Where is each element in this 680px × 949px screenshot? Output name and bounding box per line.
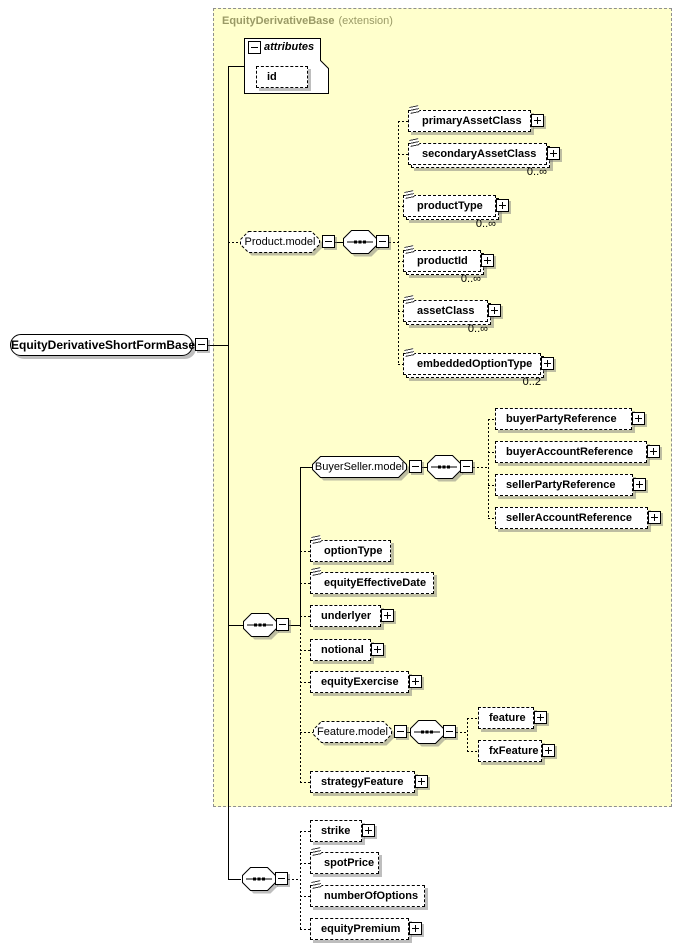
element-primaryAssetClass[interactable]: primaryAssetClass <box>408 105 544 132</box>
expand-icon[interactable] <box>488 304 501 317</box>
collapse-icon[interactable] <box>376 235 389 248</box>
expand-icon[interactable] <box>534 711 547 724</box>
occurrence-label: 0..∞ <box>460 273 481 285</box>
sequence-icon[interactable] <box>343 230 389 257</box>
sequence-icon[interactable] <box>427 455 473 482</box>
element-label: sellerAccountReference <box>506 512 632 524</box>
extension-annotation: (extension) <box>338 15 393 27</box>
attributes-label: attributes <box>264 41 315 53</box>
expand-icon[interactable] <box>371 643 384 656</box>
expand-icon[interactable] <box>381 609 394 622</box>
element-equityExercise[interactable]: equityExercise <box>310 671 422 693</box>
element-numberOfOptions[interactable]: numberOfOptions <box>310 880 425 907</box>
element-equityPremium[interactable]: equityPremium <box>310 918 422 940</box>
element-assetClass[interactable]: assetClass <box>403 295 501 322</box>
expand-icon[interactable] <box>647 445 660 458</box>
element-label: productType <box>417 200 483 212</box>
occurrence-label: 0..∞ <box>475 218 496 230</box>
model-group-feature[interactable]: Feature.model <box>313 721 407 746</box>
element-label: optionType <box>324 545 383 557</box>
model-group-buyerseller[interactable]: BuyerSeller.model <box>312 456 422 481</box>
expand-icon[interactable] <box>542 744 555 757</box>
model-group-product[interactable]: Product.model <box>240 231 335 256</box>
collapse-icon[interactable] <box>195 338 208 351</box>
collapse-icon[interactable] <box>443 725 456 738</box>
element-label: underlyer <box>321 610 372 622</box>
element-label: equityExercise <box>321 676 399 688</box>
attribute-label: id <box>267 71 277 83</box>
expand-icon[interactable] <box>547 147 560 160</box>
element-label: strategyFeature <box>321 776 404 788</box>
collapse-icon[interactable] <box>322 235 335 248</box>
expand-icon[interactable] <box>409 675 422 688</box>
element-secondaryAssetClass[interactable]: secondaryAssetClass <box>408 138 560 165</box>
expand-icon[interactable] <box>632 412 645 425</box>
sequence-icon[interactable] <box>242 867 288 894</box>
element-underlyer[interactable]: underlyer <box>310 605 394 627</box>
expand-icon[interactable] <box>409 922 422 935</box>
element-label: feature <box>489 712 526 724</box>
element-strike[interactable]: strike <box>310 820 375 842</box>
element-label: primaryAssetClass <box>422 115 522 127</box>
expand-icon[interactable] <box>362 824 375 837</box>
attribute-id[interactable]: id <box>256 66 308 88</box>
element-embeddedOptionType[interactable]: embeddedOptionType <box>403 348 554 375</box>
element-label: secondaryAssetClass <box>422 148 537 160</box>
element-label: sellerPartyReference <box>506 479 616 491</box>
expand-icon[interactable] <box>633 478 646 491</box>
model-group-label: Feature.model <box>317 726 388 738</box>
element-optionType[interactable]: optionType <box>310 535 391 562</box>
element-label: buyerPartyReference <box>506 413 617 425</box>
occurrence-label: 0..∞ <box>467 323 488 335</box>
element-label: fxFeature <box>489 745 539 757</box>
expand-icon[interactable] <box>481 254 494 267</box>
sequence-icon[interactable] <box>410 720 456 747</box>
occurrence-label: 0..2 <box>522 376 541 388</box>
element-label: productId <box>417 255 468 267</box>
extension-header: EquityDerivativeBase(extension) <box>222 15 393 27</box>
element-label: equityPremium <box>321 923 401 935</box>
extension-title: EquityDerivativeBase <box>222 15 335 27</box>
element-spotPrice[interactable]: spotPrice <box>310 847 379 874</box>
expand-icon[interactable] <box>415 775 428 788</box>
expand-icon[interactable] <box>496 199 509 212</box>
collapse-icon[interactable] <box>276 618 289 631</box>
collapse-icon[interactable] <box>394 725 407 738</box>
element-label: strike <box>321 825 351 837</box>
expand-icon[interactable] <box>648 511 661 524</box>
element-label: spotPrice <box>324 857 375 869</box>
model-group-label: BuyerSeller.model <box>314 461 405 473</box>
element-productId[interactable]: productId <box>403 245 494 272</box>
root-element-label: EquityDerivativeShortFormBase <box>11 338 196 352</box>
element-equityEffectiveDate[interactable]: equityEffectiveDate <box>310 567 434 594</box>
collapse-icon[interactable] <box>460 460 473 473</box>
element-notional[interactable]: notional <box>310 639 384 661</box>
occurrence-label: 0..∞ <box>526 166 547 178</box>
root-element[interactable]: EquityDerivativeShortFormBase <box>10 334 208 356</box>
extension-container: EquityDerivativeBase(extension) <box>213 8 672 807</box>
expand-icon[interactable] <box>541 357 554 370</box>
element-feature[interactable]: feature <box>478 707 547 729</box>
element-fxFeature[interactable]: fxFeature <box>478 740 555 762</box>
model-group-label: Product.model <box>244 236 316 248</box>
element-productType[interactable]: productType <box>403 190 509 217</box>
element-label: notional <box>321 644 364 656</box>
element-sellerAccountReference[interactable]: sellerAccountReference <box>495 507 661 529</box>
element-label: assetClass <box>417 305 475 317</box>
expand-icon[interactable] <box>531 114 544 127</box>
element-sellerPartyReference[interactable]: sellerPartyReference <box>495 474 646 496</box>
element-label: equityEffectiveDate <box>324 577 427 589</box>
element-label: buyerAccountReference <box>506 446 634 458</box>
sequence-icon[interactable] <box>243 613 289 640</box>
element-buyerPartyReference[interactable]: buyerPartyReference <box>495 408 645 430</box>
collapse-icon[interactable] <box>409 460 422 473</box>
collapse-icon[interactable] <box>275 872 288 885</box>
element-strategyFeature[interactable]: strategyFeature <box>310 771 428 793</box>
collapse-icon[interactable] <box>248 41 261 54</box>
element-label: numberOfOptions <box>324 890 419 902</box>
element-buyerAccountReference[interactable]: buyerAccountReference <box>495 441 660 463</box>
element-label: embeddedOptionType <box>417 358 533 370</box>
